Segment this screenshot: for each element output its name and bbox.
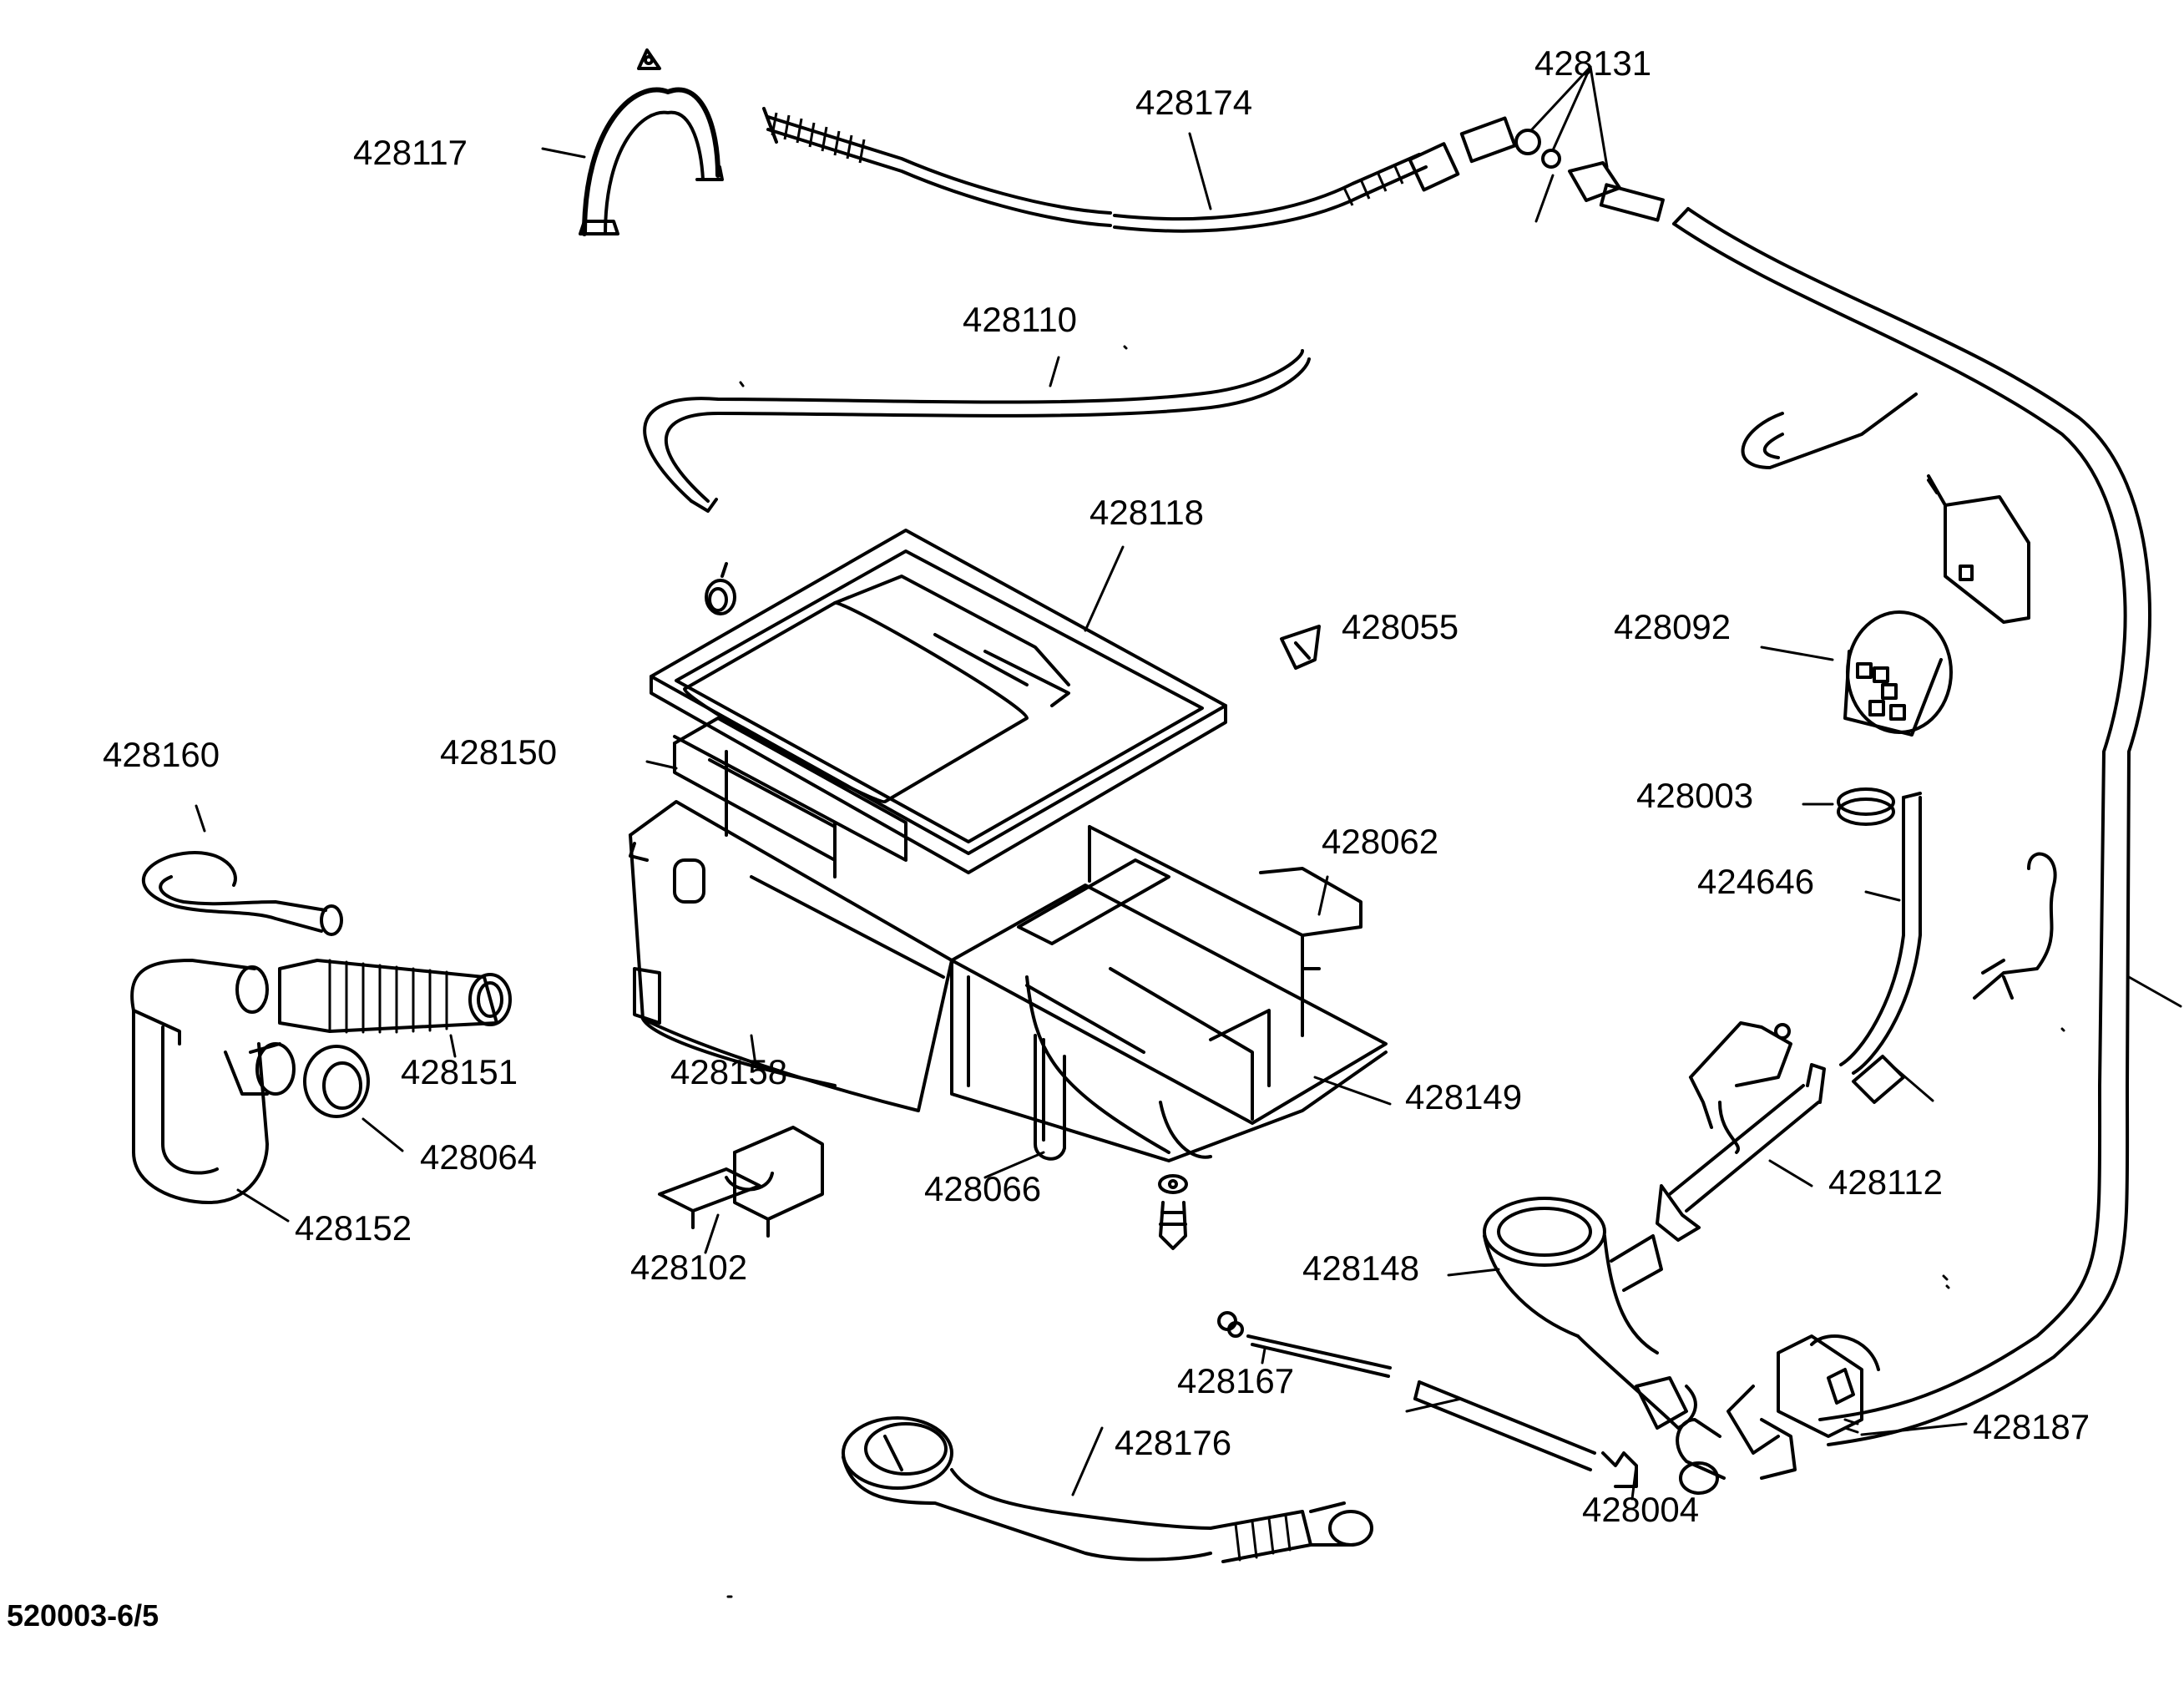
housing-428158 [629, 800, 953, 1112]
part-label-424646: 424646 [1697, 862, 1814, 901]
bellows-428151 [278, 959, 512, 1034]
grommet [705, 562, 736, 615]
leader-428151 [449, 1034, 457, 1058]
wire-clip [1973, 852, 2057, 1000]
part-label-428174: 428174 [1135, 83, 1252, 122]
hose-clamp [1741, 392, 1918, 469]
pressure-switch-428092 [1843, 610, 1953, 737]
leader-428112 [1768, 1159, 1813, 1187]
leader-tube-end [1889, 1063, 1934, 1102]
part-label-428062: 428062 [1322, 822, 1438, 861]
part-number-labels: 428117 428174 428131 428110 428118 428055 4280… [103, 43, 2090, 1529]
part-label-428102: 428102 [630, 1248, 747, 1287]
trap-428152 [130, 959, 296, 1204]
leader-428004-a [1405, 1397, 1463, 1413]
leader-428066 [983, 1151, 1045, 1179]
latch-428102 [658, 1126, 824, 1238]
part-label-428092: 428092 [1614, 607, 1731, 646]
inlet-hose-428174 [762, 107, 1460, 233]
part-label-428176: 428176 [1115, 1423, 1231, 1462]
long-drain-hose [1672, 207, 2151, 1446]
part-label-428066: 428066 [924, 1169, 1041, 1208]
clip-428055 [1280, 625, 1321, 670]
part-label-428167: 428167 [1177, 1361, 1294, 1400]
part-label-428003: 428003 [1636, 776, 1753, 815]
part-label-428112: 428112 [1828, 1162, 1943, 1202]
leader-428167 [1261, 1347, 1266, 1365]
dispenser-lid-428118 [650, 529, 1227, 874]
leader-428160 [195, 804, 206, 833]
hose-bracket-428117 [579, 48, 724, 236]
tube-424646 [1839, 792, 1922, 1104]
leader-428174 [1188, 132, 1212, 210]
leader-428092 [1760, 646, 1834, 661]
hose-428112 [1656, 1021, 1826, 1242]
leader-long-hose [2127, 975, 2182, 1008]
leader-428062 [1317, 875, 1329, 916]
leader-424646 [1864, 890, 1901, 902]
part-label-428152: 428152 [295, 1208, 412, 1248]
part-label-428150: 428150 [440, 732, 557, 772]
couplings-428131 [1459, 116, 1665, 222]
drawer-428149 [950, 825, 1388, 1162]
leader-428004-b [1630, 1464, 1638, 1501]
part-label-428151: 428151 [401, 1052, 518, 1091]
part-label-428117: 428117 [353, 133, 468, 172]
rod-428167 [1217, 1311, 1392, 1378]
part-label-428149: 428149 [1405, 1077, 1522, 1116]
ring-428064 [303, 1045, 370, 1118]
part-label-428064: 428064 [420, 1137, 537, 1177]
part-label-428148: 428148 [1302, 1248, 1419, 1288]
mounting-bracket [1927, 474, 2030, 624]
leader-428158 [750, 1034, 757, 1066]
part-label-428131: 428131 [1534, 43, 1651, 83]
part-label-428004: 428004 [1582, 1490, 1699, 1529]
leader-428152 [236, 1188, 290, 1223]
part-label-428158: 428158 [670, 1052, 787, 1091]
leader-428064 [361, 1117, 404, 1152]
leader-428102 [704, 1213, 720, 1254]
s-hose-428160 [141, 850, 343, 936]
leader-428187 [1860, 1422, 1968, 1436]
part-label-428110: 428110 [963, 300, 1077, 339]
tray-428150 [673, 716, 907, 878]
leader-428149 [1313, 1076, 1392, 1106]
leader-428110 [1049, 356, 1060, 387]
part-label-428118: 428118 [1089, 493, 1204, 532]
part-label-428187: 428187 [1973, 1407, 2090, 1446]
valve-428187 [1676, 1334, 1880, 1495]
seal-428066 [1034, 1034, 1066, 1161]
washer-428003 [1837, 787, 1895, 826]
leader-428131 [1530, 65, 1609, 223]
leader-428150 [645, 760, 678, 770]
leader-428176 [1071, 1426, 1104, 1496]
tube-428004 [1413, 1380, 1638, 1488]
stray-marks [726, 345, 2065, 1598]
part-label-428055: 428055 [1342, 607, 1459, 646]
leader-428118 [1084, 545, 1125, 632]
diagram-reference: 520003-6/5 [7, 1598, 159, 1633]
leader-428148 [1447, 1268, 1500, 1277]
screw-washer [1158, 1174, 1188, 1250]
funnel-428148 [1483, 1197, 1697, 1430]
small-hose-428110 [643, 349, 1311, 513]
leader-428117 [541, 147, 586, 159]
sump-hose-428176 [842, 1416, 1373, 1563]
part-label-428160: 428160 [103, 735, 220, 774]
